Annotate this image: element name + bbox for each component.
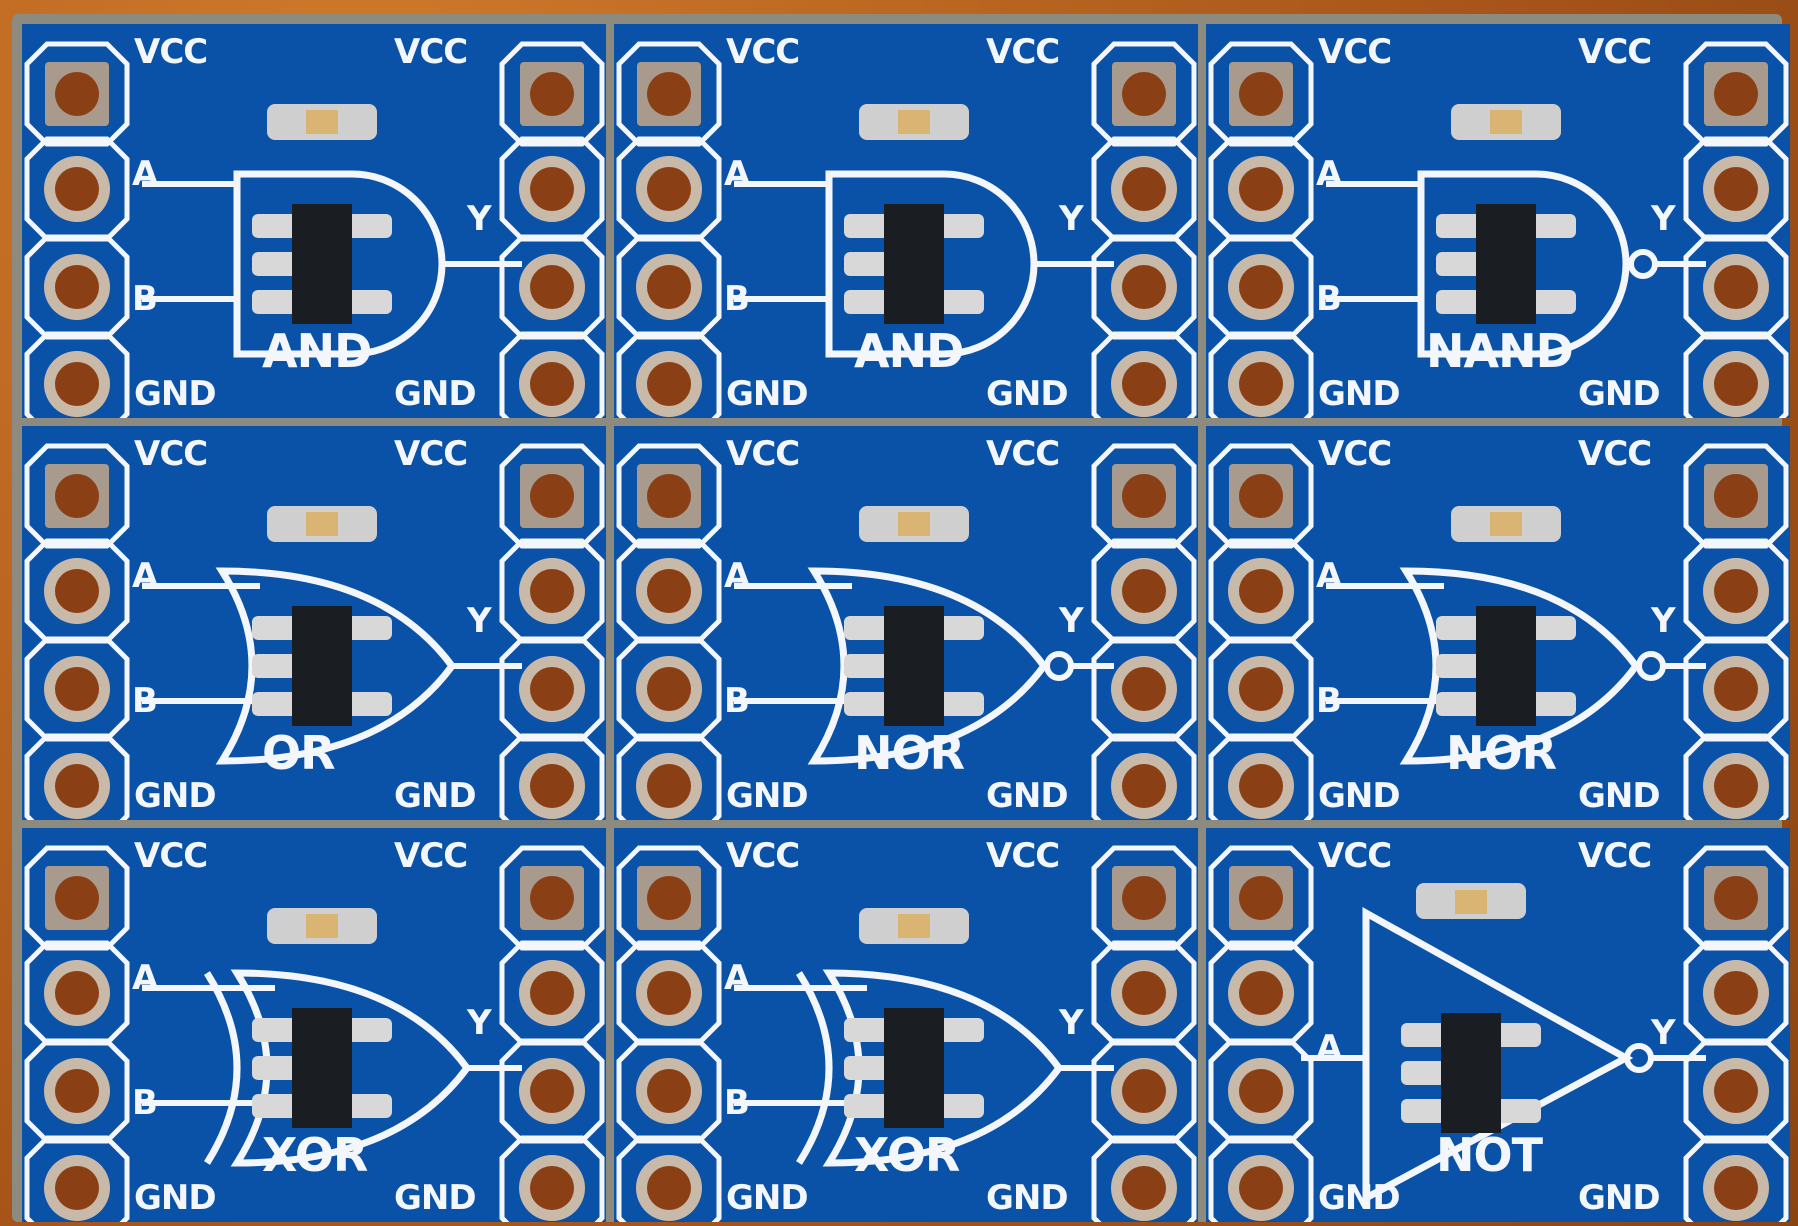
gate-name-label: AND: [262, 324, 372, 378]
b-label: B: [132, 279, 158, 319]
y-label: Y: [1651, 601, 1676, 641]
vcc-label-left: VCC: [134, 836, 208, 876]
gnd-label-right: GND: [986, 1178, 1069, 1218]
a-label: A: [724, 154, 750, 194]
gnd-label-right: GND: [1578, 776, 1661, 816]
b-label: B: [724, 1083, 750, 1123]
vcc-label-left: VCC: [1318, 32, 1392, 72]
pcb-board-and: VCC VCC GND GND A B Y AND: [22, 24, 606, 418]
y-label: Y: [467, 1003, 492, 1043]
pcb-board-and: VCC VCC GND GND A B Y AND: [614, 24, 1198, 418]
pcb-board-or: VCC VCC GND GND A B Y OR: [22, 426, 606, 820]
pcb-board-xor: VCC VCC GND GND A B Y XOR: [22, 828, 606, 1222]
vcc-label-left: VCC: [726, 434, 800, 474]
gnd-label-right: GND: [394, 1178, 477, 1218]
gate-symbol-icon: [24, 41, 605, 418]
b-label: B: [1316, 681, 1342, 721]
vcc-label-right: VCC: [1578, 434, 1652, 474]
gate-symbol-icon: [24, 845, 605, 1222]
b-label: B: [724, 681, 750, 721]
y-label: Y: [1059, 601, 1084, 641]
vcc-label-right: VCC: [394, 434, 468, 474]
vcc-label-right: VCC: [394, 836, 468, 876]
a-label: A: [1316, 556, 1342, 596]
gnd-label-left: GND: [134, 1178, 217, 1218]
gate-symbol-icon: [616, 41, 1197, 418]
vcc-label-left: VCC: [134, 434, 208, 474]
gate-name-label: NOT: [1436, 1128, 1543, 1182]
gnd-label-left: GND: [726, 776, 809, 816]
gate-name-label: NOR: [854, 726, 965, 780]
b-label: B: [132, 1083, 158, 1123]
gate-symbol-icon: [1208, 41, 1789, 418]
y-label: Y: [1059, 1003, 1084, 1043]
gate-symbol-icon: [24, 443, 605, 820]
gnd-label-right: GND: [1578, 1178, 1661, 1218]
pcb-board-nand: VCC VCC GND GND A B Y NAND: [1206, 24, 1790, 418]
gnd-label-right: GND: [986, 776, 1069, 816]
gate-name-label: XOR: [262, 1128, 368, 1182]
a-label: A: [724, 958, 750, 998]
vcc-label-right: VCC: [986, 434, 1060, 474]
vcc-label-right: VCC: [1578, 836, 1652, 876]
gnd-label-left: GND: [726, 374, 809, 414]
gnd-label-right: GND: [986, 374, 1069, 414]
vcc-label-left: VCC: [1318, 836, 1392, 876]
vcc-label-right: VCC: [1578, 32, 1652, 72]
gnd-label-left: GND: [726, 1178, 809, 1218]
gate-name-label: NAND: [1426, 324, 1574, 378]
pcb-panel: VCC VCC GND GND A B Y AND VCC VCC GND GND A B Y AND VC…: [12, 14, 1790, 1222]
y-label: Y: [467, 199, 492, 239]
b-label: B: [1316, 279, 1342, 319]
pcb-board-nor: VCC VCC GND GND A B Y NOR: [1206, 426, 1790, 820]
vcc-label-right: VCC: [986, 32, 1060, 72]
gnd-label-right: GND: [1578, 374, 1661, 414]
pcb-board-nor: VCC VCC GND GND A B Y NOR: [614, 426, 1198, 820]
a-label: A: [1316, 1028, 1342, 1068]
gnd-label-left: GND: [134, 374, 217, 414]
y-label: Y: [467, 601, 492, 641]
b-label: B: [724, 279, 750, 319]
gate-name-label: XOR: [854, 1128, 960, 1182]
vcc-label-right: VCC: [394, 32, 468, 72]
gnd-label-left: GND: [1318, 776, 1401, 816]
a-label: A: [1316, 154, 1342, 194]
pcb-board-not: VCC VCC GND GND A Y NOT: [1206, 828, 1790, 1222]
y-label: Y: [1059, 199, 1084, 239]
a-label: A: [132, 154, 158, 194]
y-label: Y: [1651, 1013, 1676, 1053]
vcc-label-left: VCC: [726, 836, 800, 876]
vcc-label-left: VCC: [134, 32, 208, 72]
a-label: A: [724, 556, 750, 596]
gnd-label-left: GND: [134, 776, 217, 816]
a-label: A: [132, 958, 158, 998]
gnd-label-right: GND: [394, 374, 477, 414]
gnd-label-right: GND: [394, 776, 477, 816]
vcc-label-left: VCC: [726, 32, 800, 72]
pcb-board-xor: VCC VCC GND GND A B Y XOR: [614, 828, 1198, 1222]
vcc-label-left: VCC: [1318, 434, 1392, 474]
gate-name-label: OR: [262, 726, 336, 780]
gate-symbol-icon: [616, 443, 1197, 820]
gate-symbol-icon: [1208, 443, 1789, 820]
gate-name-label: NOR: [1446, 726, 1557, 780]
vcc-label-right: VCC: [986, 836, 1060, 876]
b-label: B: [132, 681, 158, 721]
y-label: Y: [1651, 199, 1676, 239]
gate-symbol-icon: [616, 845, 1197, 1222]
a-label: A: [132, 556, 158, 596]
gate-symbol-icon: [1208, 845, 1789, 1222]
gnd-label-left: GND: [1318, 1178, 1401, 1218]
gate-name-label: AND: [854, 324, 964, 378]
gnd-label-left: GND: [1318, 374, 1401, 414]
